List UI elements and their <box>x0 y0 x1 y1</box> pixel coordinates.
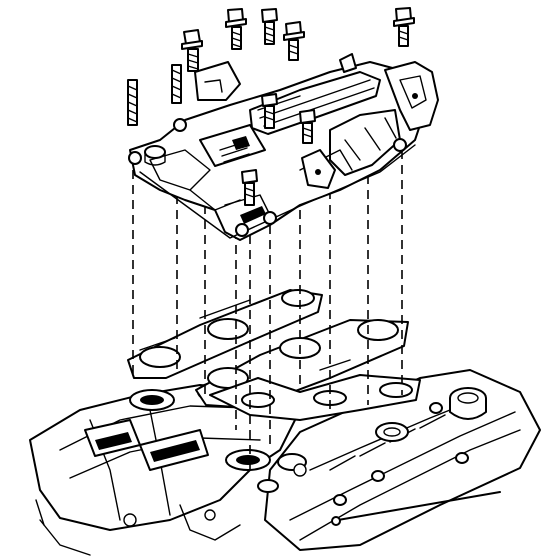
bolt-6 <box>261 93 278 129</box>
engine-block <box>29 369 541 556</box>
bolt-3 <box>261 8 278 45</box>
fasteners <box>127 7 415 206</box>
bolt-7 <box>299 109 316 144</box>
bolt-1 <box>181 29 203 72</box>
alignment-lines <box>132 150 403 470</box>
intake-manifold <box>128 53 439 241</box>
stud-left-2 <box>171 64 182 104</box>
intake-gasket-left <box>127 289 323 379</box>
sensor <box>144 145 166 166</box>
bolt-5 <box>393 7 415 47</box>
bolt-8 <box>241 169 258 206</box>
oil-filler-cap <box>449 387 487 420</box>
stud-left-1 <box>127 79 138 126</box>
bolt-2 <box>225 8 247 50</box>
bolt-4 <box>283 21 305 61</box>
